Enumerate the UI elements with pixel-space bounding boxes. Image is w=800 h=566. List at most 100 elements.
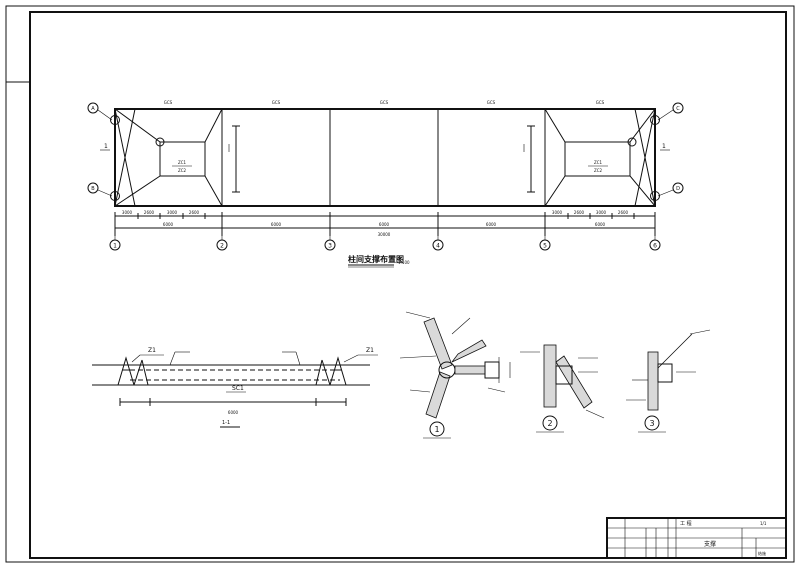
axis-bubbles [109,236,661,251]
axis-bubble-3 [324,239,336,251]
corner-marker-br [650,191,660,201]
brace-label-left: ZC1 [178,160,187,165]
brace-label-left-2: ZC2 [178,168,187,173]
detail-3: 3 [626,329,711,433]
axis-bubble-6 [649,239,661,251]
dim-top-7: 3000 [596,210,607,215]
inner-border [29,11,787,559]
axis-bubble-2 [216,239,228,251]
elevation-dim: 6000 [228,410,239,415]
axis-label-4: 4 [436,243,440,250]
dim-bay-1: 6000 [163,222,174,227]
dim-bay-5: 6000 [595,222,606,227]
detail2-brace [555,355,593,409]
detail1-bubble [429,421,445,437]
bay-label-5: GCS [596,100,605,105]
title-block: 工 程 1/1 支撑 结施 [606,517,787,559]
section-mark: 1-1 [222,420,230,426]
title-sheet-no: 1/1 [760,521,767,526]
corner-marker-bl [110,191,120,201]
elevation-label-a: A [91,106,95,112]
detail3-bubble [644,415,660,431]
detail3-brace [657,333,693,369]
dim-bay-2: 6000 [271,222,282,227]
dim-top-2: 2600 [144,210,155,215]
left-bay-frame-2 [204,108,223,207]
elevation-bubble-d [672,182,684,194]
detail2-label: 2 [547,419,552,428]
left-bay-frame [114,108,161,207]
plan-outline [114,108,656,207]
left-brace-b [114,108,136,207]
side-label-right: 1 [662,143,666,150]
plan-title: 柱间支撑布置图 [348,254,404,264]
right-bay-frame-2 [629,108,656,207]
brace-label-right-2: ZC2 [594,168,603,173]
detail1-lower-member [425,371,451,419]
detail-1: 1 [399,311,511,439]
dim-ticks [114,212,656,236]
dim-top-6: 2600 [574,210,585,215]
dim-top-4: 2600 [189,210,200,215]
brace-symbol-left [228,125,240,193]
title-project: 工 程 [680,520,692,527]
detail1-label: 1 [434,425,439,434]
detail-2: 2 [520,344,605,433]
dim-bay-4: 6000 [486,222,497,227]
bay-label-2: GCS [272,100,281,105]
z1-label-right: Z1 [366,347,374,354]
brace-symbol-right [523,125,535,193]
bay-label-3: GCS [380,100,389,105]
elevation-label-b: B [91,186,95,192]
bay-label-1: GCS [164,100,173,105]
axis-bubble-4 [432,239,444,251]
corner-marker-tl [110,115,120,125]
dim-bay-3: 6000 [379,222,390,227]
axis-label-6: 6 [653,243,657,250]
bracing-plan: A B C D 1 1 ZC1 ZC2 ZC1 ZC2 GCS GCS GCS … [87,100,684,268]
detail2-column [543,344,557,408]
inner-marker-r [627,137,637,147]
right-truss [329,356,347,386]
corner-marker-tr [650,115,660,125]
elevation-bubble-b [87,182,99,194]
detail1-stub [454,365,486,375]
dim-top-1: 3000 [122,210,133,215]
dim-top-8: 2600 [618,210,629,215]
detail1-end-plate [484,361,500,379]
elevation-label-c: C [676,106,680,112]
left-truss [117,356,135,386]
z1-label-left: Z1 [148,347,156,354]
axis-label-1: 1 [113,243,117,250]
right-brace-b [634,108,656,207]
plan-scale: 1:100 [398,260,410,265]
right-bay-frame [544,108,566,207]
cable-label: SC1 [232,385,244,392]
side-label-left: 1 [104,143,108,150]
detail2-gusset [555,365,573,385]
elevation-bubble-c [672,102,684,114]
title-sheet-label: 支撑 [704,540,716,548]
axis-bubble-5 [539,239,551,251]
inner-marker-l [155,137,165,147]
axis-bubble-1 [109,239,121,251]
axis-label-2: 2 [220,243,224,250]
detail3-label: 3 [649,419,654,428]
elevation-label-d: D [676,186,680,192]
detail3-gusset [657,363,673,383]
bay-label-4: GCS [487,100,496,105]
detail1-upper-member [423,317,453,370]
dim-top-5: 3000 [552,210,563,215]
outer-border [5,5,795,563]
title-code: 结施 [758,550,766,556]
axis-label-5: 5 [543,243,547,250]
dim-top-3: 3000 [167,210,178,215]
detail3-column [647,351,659,411]
detail1-right-member [451,339,487,363]
detail2-bubble [542,415,558,431]
dim-total: 30000 [378,232,391,237]
axis-label-3: 3 [328,243,332,250]
brace-label-right: ZC1 [594,160,603,165]
elevation-bubble-a [87,102,99,114]
